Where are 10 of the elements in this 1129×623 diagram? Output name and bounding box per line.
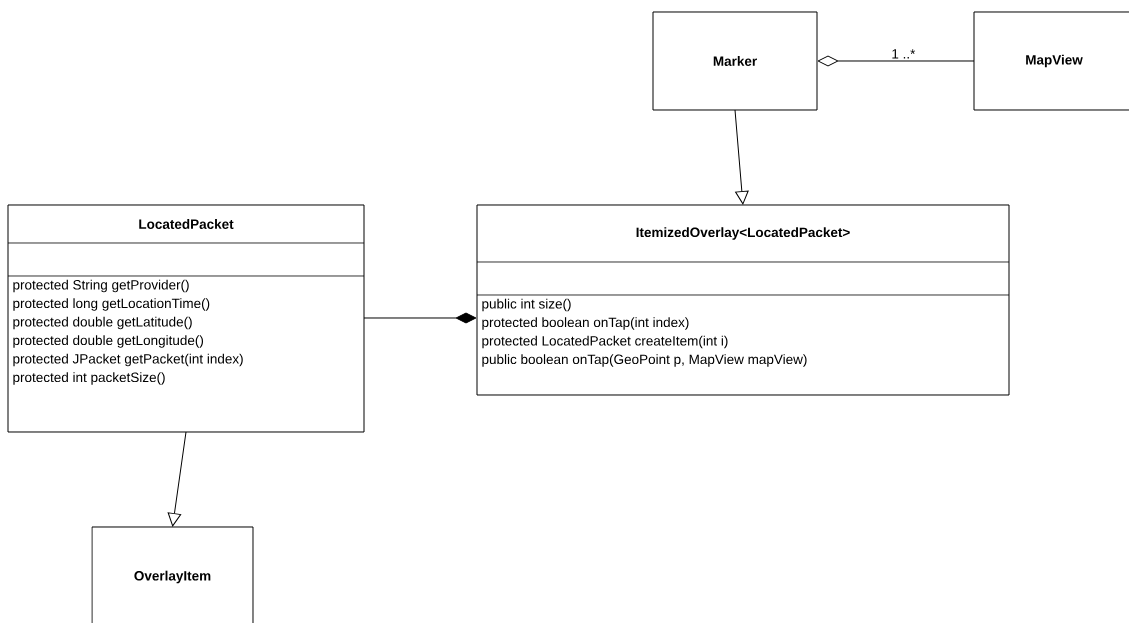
inheritance-arrow	[734, 109, 749, 205]
multiplicity-label: 1 ..*	[892, 49, 916, 59]
class-box: MapView	[973, 11, 1129, 111]
association-line	[817, 55, 975, 67]
class-box: OverlayItem	[91, 526, 254, 623]
class-box: ItemizedOverlay<LocatedPacket> public int size() protected boolean onTap(int index) protected LocatedPacket createItem(int i) public boolean onTap(GeoPoint p, MapView mapView)	[476, 204, 1010, 396]
association-line	[363, 312, 477, 324]
class-box: Marker	[652, 11, 818, 111]
inheritance-arrow	[167, 431, 187, 527]
class-box: LocatedPacket protected String getProvider() protected long getLocationTime() protected double getLatitude() protected double getLongitude() protected JPacket getPacket(int index) protected int packetSize()	[7, 204, 365, 433]
